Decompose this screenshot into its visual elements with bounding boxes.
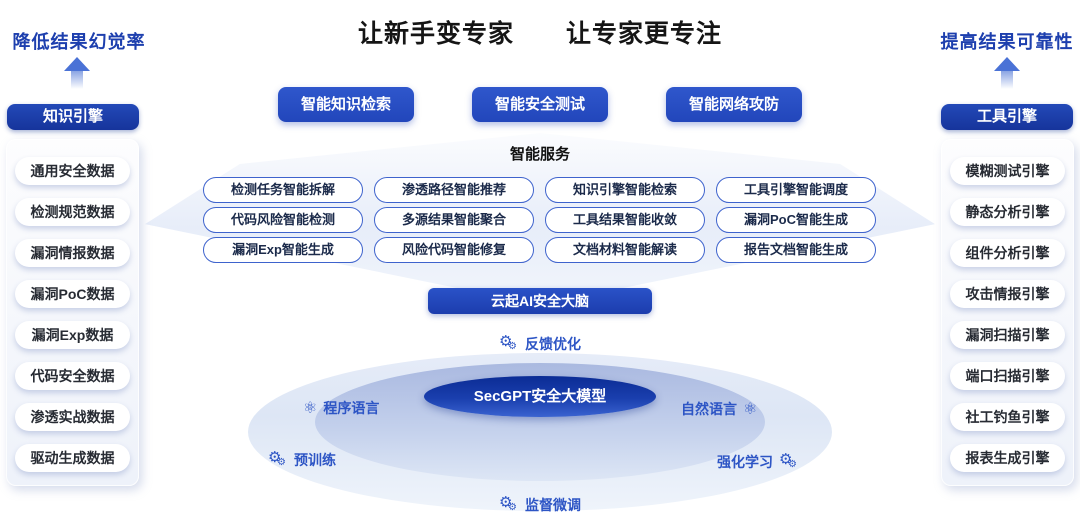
- list-item: 组件分析引擎: [950, 239, 1065, 267]
- arrow-tail: [71, 71, 83, 91]
- supervised-finetune-label: ⚙⚙ 监督微调: [499, 495, 581, 515]
- right-caption: 提高结果可靠性: [940, 32, 1074, 52]
- services-label: 智能服务: [509, 146, 570, 163]
- service-pill: 检测任务智能拆解: [203, 177, 363, 203]
- service-button-row: 智能知识检索 智能安全测试 智能网络攻防: [0, 87, 1080, 122]
- list-item: 渗透实战数据: [15, 403, 130, 431]
- feedback-text: 反馈优化: [525, 336, 581, 352]
- service-pill: 工具结果智能收敛: [545, 207, 705, 233]
- gear-icon: ⚙⚙: [779, 450, 797, 470]
- list-item: 社工钓鱼引擎: [950, 403, 1065, 431]
- list-item: 漏洞情报数据: [15, 239, 130, 267]
- tool-engine-panel: 模糊测试引擎 静态分析引擎 组件分析引擎 攻击情报引擎 漏洞扫描引擎 端口扫描引…: [941, 139, 1074, 486]
- list-item: 漏洞Exp数据: [15, 321, 130, 349]
- service-pill: 风险代码智能修复: [374, 237, 534, 263]
- knowledge-engine-header: 知识引擎: [7, 104, 139, 130]
- arrow-tail: [1001, 71, 1013, 91]
- atom-icon: ⚛: [303, 398, 318, 417]
- arrow-head: [64, 57, 90, 71]
- arrow-head: [994, 57, 1020, 71]
- supervised-finetune-text: 监督微调: [525, 497, 581, 513]
- page-title: 让新手变专家 让专家更专注: [357, 20, 722, 48]
- secgpt-model-ellipse: SecGPT安全大模型: [424, 376, 656, 417]
- program-language-text: 程序语言: [323, 400, 380, 416]
- arrow-up-icon: [62, 57, 92, 93]
- left-caption: 降低结果幻觉率: [12, 32, 146, 52]
- service-button-network-attack-defense: 智能网络攻防: [666, 87, 802, 122]
- natural-language-text: 自然语言: [681, 401, 737, 417]
- service-button-security-test: 智能安全测试: [472, 87, 608, 122]
- gear-icon: ⚙⚙: [268, 448, 286, 468]
- list-item: 驱动生成数据: [15, 444, 130, 472]
- service-pill: 知识引擎智能检索: [545, 177, 705, 203]
- service-pill: 漏洞PoC智能生成: [716, 207, 876, 233]
- natural-language-label: 自然语言 ⚛: [681, 399, 757, 419]
- list-item: 静态分析引擎: [950, 198, 1065, 226]
- list-item: 攻击情报引擎: [950, 280, 1065, 308]
- service-pill: 渗透路径智能推荐: [374, 177, 534, 203]
- reinforcement-learning-text: 强化学习: [717, 454, 773, 470]
- service-pill: 报告文档智能生成: [716, 237, 876, 263]
- program-language-label: ⚛ 程序语言: [303, 398, 379, 418]
- list-item: 模糊测试引擎: [950, 157, 1065, 185]
- service-pill: 多源结果智能聚合: [374, 207, 534, 233]
- atom-icon: ⚛: [743, 399, 758, 418]
- service-pill: 工具引擎智能调度: [716, 177, 876, 203]
- service-pill: 文档材料智能解读: [545, 237, 705, 263]
- pretrain-text: 预训练: [294, 452, 336, 468]
- knowledge-engine-panel: 通用安全数据 检测规范数据 漏洞情报数据 漏洞PoC数据 漏洞Exp数据 代码安…: [6, 139, 139, 486]
- list-item: 检测规范数据: [15, 198, 130, 226]
- feedback-label: ⚙⚙ 反馈优化: [499, 334, 581, 354]
- ai-brain-bar: 云起AI安全大脑: [428, 288, 652, 314]
- service-button-knowledge-search: 智能知识检索: [278, 87, 414, 122]
- list-item: 端口扫描引擎: [950, 362, 1065, 390]
- list-item: 代码安全数据: [15, 362, 130, 390]
- services-grid: 检测任务智能拆解 渗透路径智能推荐 知识引擎智能检索 工具引擎智能调度 代码风险…: [203, 177, 876, 263]
- list-item: 报表生成引擎: [950, 444, 1065, 472]
- service-pill: 漏洞Exp智能生成: [203, 237, 363, 263]
- list-item: 通用安全数据: [15, 157, 130, 185]
- list-item: 漏洞PoC数据: [15, 280, 130, 308]
- reinforcement-learning-label: 强化学习 ⚙⚙: [717, 452, 799, 472]
- list-item: 漏洞扫描引擎: [950, 321, 1065, 349]
- gear-icon: ⚙⚙: [499, 332, 517, 352]
- tool-engine-header: 工具引擎: [941, 104, 1073, 130]
- pretrain-label: ⚙⚙ 预训练: [268, 450, 336, 470]
- arrow-up-icon: [992, 57, 1022, 93]
- service-pill: 代码风险智能检测: [203, 207, 363, 233]
- gear-icon: ⚙⚙: [499, 493, 517, 513]
